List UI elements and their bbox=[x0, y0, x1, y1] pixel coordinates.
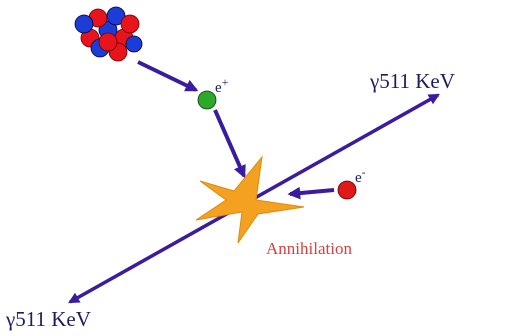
electron-label: e- bbox=[355, 165, 366, 186]
positron-path-arrow bbox=[213, 109, 246, 179]
electron bbox=[337, 180, 357, 200]
gamma-energy-label-top: γ511 KeV bbox=[369, 69, 455, 93]
emission-arrow bbox=[137, 60, 199, 92]
nucleus bbox=[74, 6, 143, 62]
positron-label: e+ bbox=[215, 75, 229, 96]
annihilation-flash bbox=[195, 155, 305, 244]
positron bbox=[197, 90, 217, 110]
gamma-energy-label-bottom: γ511 KeV bbox=[5, 307, 91, 331]
electron-path-arrow bbox=[287, 186, 335, 200]
annihilation-label: Annihilation bbox=[266, 239, 352, 258]
